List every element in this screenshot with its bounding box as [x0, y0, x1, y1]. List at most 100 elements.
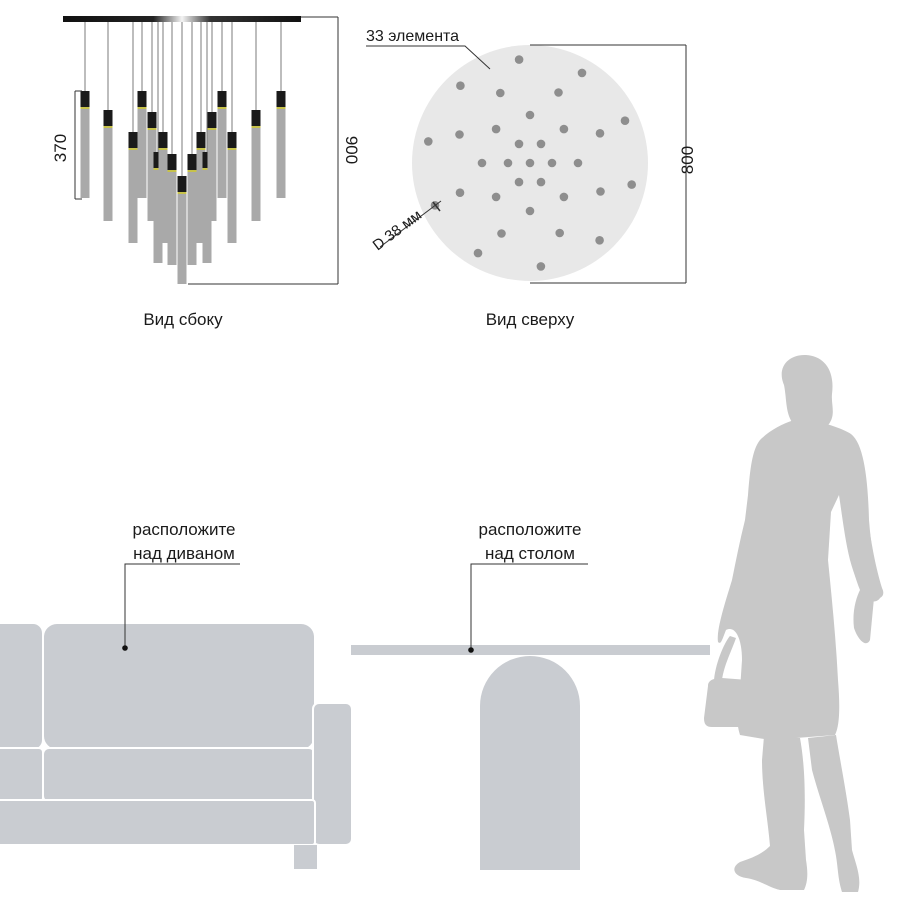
side-view-caption: Вид сбоку: [143, 310, 223, 329]
person-arm-right: [842, 440, 884, 644]
person-head: [786, 362, 826, 424]
top-view: 33 элемента 800 D 38 мм Вид сверху: [366, 28, 697, 329]
pendant-dot: [455, 130, 464, 139]
pendant-dot: [554, 88, 563, 97]
table-pedestal: [480, 656, 580, 870]
table-note-line1: расположите: [479, 520, 582, 539]
pendant-dot: [536, 177, 546, 187]
pendant-ring: [80, 107, 90, 109]
sofa-note: расположите над диваном: [122, 520, 240, 651]
pendant-dot: [596, 187, 605, 196]
pendant-dot: [503, 158, 513, 168]
pendant-dot: [491, 124, 501, 134]
pendant-tube: [187, 171, 197, 265]
pendant-dot: [477, 158, 487, 168]
pendant-dot: [491, 192, 501, 202]
pendant-tube: [167, 171, 177, 265]
pendant-ring: [147, 128, 157, 130]
pendant-dot: [496, 88, 505, 98]
pendant-dot: [525, 110, 535, 120]
sofa-leader-line: [124, 563, 240, 648]
person-silhouette: [704, 354, 884, 892]
pendant-ring: [153, 168, 163, 170]
table-note: расположите над столом: [468, 520, 588, 653]
pendant-tube: [177, 193, 187, 284]
tube-diameter-label: D 38 мм: [370, 207, 425, 255]
pendant-tube: [227, 149, 237, 243]
sofa-seat-cushion: [42, 747, 316, 803]
sofa-armrest: [312, 702, 353, 846]
pendant-dot: [595, 129, 605, 138]
pendant-dot: [577, 68, 587, 78]
pendant-dot: [514, 55, 524, 64]
pendant-cap: [251, 110, 261, 127]
tube-height-dimension: [74, 90, 82, 200]
ceiling-canopy: [63, 16, 301, 22]
pendant-ring: [217, 107, 227, 109]
pendant-dot: [497, 229, 506, 238]
pendant-ring: [227, 148, 237, 150]
table-top: [351, 645, 710, 655]
pendant-dot: [595, 236, 604, 245]
pendant-cap: [158, 132, 168, 149]
pendant-dot: [555, 228, 564, 238]
pendant-ring: [207, 128, 217, 130]
side-view: 900 370 Вид сбоку: [51, 16, 361, 329]
pendant-dot: [536, 262, 546, 271]
person-handbag-strap: [714, 636, 736, 680]
pendant-cap: [167, 154, 177, 171]
sofa-leg: [294, 845, 317, 869]
pendant-ring: [276, 107, 286, 109]
pendant-dot: [536, 139, 546, 149]
person-body: [717, 420, 882, 740]
pendant-ring: [103, 126, 113, 128]
pendant-dot: [620, 116, 630, 125]
sofa-left-seat: [0, 747, 44, 803]
pendant-cap: [217, 91, 227, 108]
pendant-cap: [137, 91, 147, 108]
pendant-ring: [137, 107, 147, 109]
pendant-cap: [196, 132, 206, 149]
pendant-dots: [424, 55, 636, 271]
pendant-tube: [137, 108, 147, 198]
pendant-ring: [128, 148, 138, 150]
sofa-left-back: [0, 622, 44, 751]
pendant-tube: [276, 108, 286, 198]
diameter-dimension: [530, 44, 687, 284]
table-note-line2: над столом: [485, 544, 575, 563]
pendant-ring: [167, 170, 177, 172]
pendant-dot: [627, 180, 636, 189]
height-label: 900: [342, 136, 361, 164]
pendant-tube: [202, 169, 212, 263]
pendant-ring: [187, 170, 197, 172]
person-legs: [734, 735, 860, 892]
pendant-cap: [276, 91, 286, 108]
pendant-dot: [525, 158, 535, 168]
elements-leader-line: [366, 45, 491, 70]
tube-height-label: 370: [51, 134, 70, 162]
sofa-base: [0, 799, 316, 846]
pendant-cap: [128, 132, 138, 149]
pendant-cap: [153, 152, 163, 169]
pendant-dot: [514, 139, 524, 149]
pendant-dot: [424, 137, 433, 146]
pendant-ring: [158, 148, 168, 150]
pendant-dot: [514, 177, 524, 187]
pendant-dot: [547, 158, 557, 168]
tube-diameter-leader: [379, 200, 442, 248]
pendant-tube: [207, 129, 217, 221]
pendant-tube: [153, 169, 163, 263]
pendant-dot: [525, 206, 535, 216]
sofa-leader-dot: [122, 645, 128, 651]
pendant-tube: [217, 108, 227, 198]
pendant-tubes: [80, 22, 286, 284]
pendant-dot: [573, 158, 583, 168]
sofa-back-cushion: [42, 622, 316, 751]
pendant-dot: [559, 192, 569, 202]
pendant-cap: [80, 91, 90, 108]
table: [351, 645, 710, 870]
pendant-cap: [177, 176, 187, 193]
pendant-tube: [80, 108, 90, 198]
pendant-cap: [202, 152, 212, 169]
